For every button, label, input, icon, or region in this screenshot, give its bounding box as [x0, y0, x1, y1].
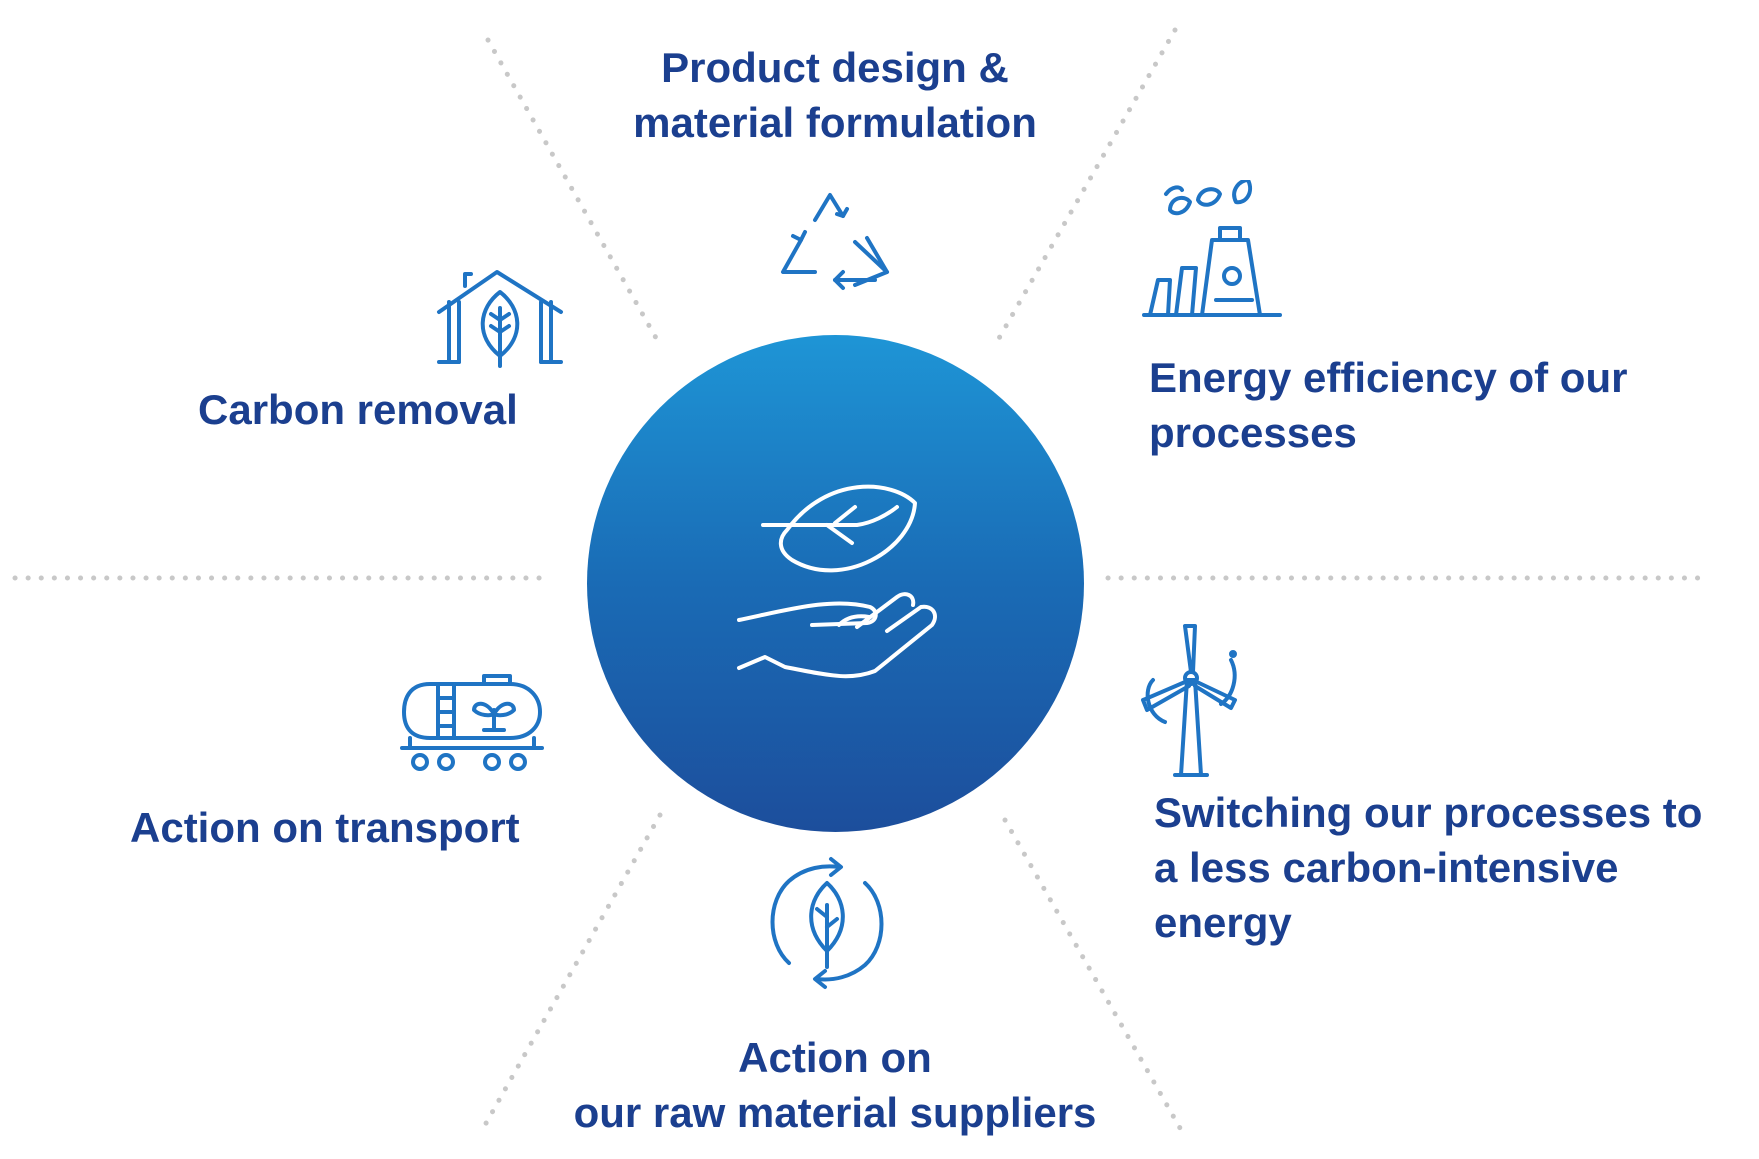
leaf-in-hand-icon: [737, 484, 937, 679]
tank-wagon-icon: [400, 668, 545, 778]
label-line: Carbon removal: [198, 386, 518, 433]
label-line: Product design &: [661, 44, 1009, 91]
recycle-icon: [775, 190, 895, 295]
label-switching-energy: Switching our processes to a less carbon…: [1154, 785, 1702, 950]
wind-turbine-icon: [1135, 620, 1250, 780]
label-line: Action on transport: [130, 804, 520, 851]
label-line: Switching our processes to: [1154, 789, 1703, 836]
label-line: a less carbon-intensive: [1154, 844, 1619, 891]
label-product-design: Product design & material formulation: [580, 40, 1090, 150]
label-line: processes: [1149, 409, 1357, 456]
label-line: energy: [1154, 899, 1292, 946]
circular-leaf-icon: [765, 855, 890, 990]
label-carbon-removal: Carbon removal: [198, 382, 518, 437]
label-transport: Action on transport: [130, 800, 520, 855]
label-energy-efficiency: Energy efficiency of our processes: [1149, 350, 1627, 460]
label-line: material formulation: [633, 99, 1037, 146]
center-hub: [587, 335, 1084, 832]
factory-leaves-icon: [1140, 180, 1285, 320]
label-line: our raw material suppliers: [573, 1089, 1097, 1136]
house-leaf-icon: [435, 268, 565, 368]
label-line: Energy efficiency of our: [1149, 354, 1628, 401]
label-line: Action on: [738, 1034, 932, 1081]
label-raw-material: Action on our raw material suppliers: [545, 1030, 1125, 1140]
